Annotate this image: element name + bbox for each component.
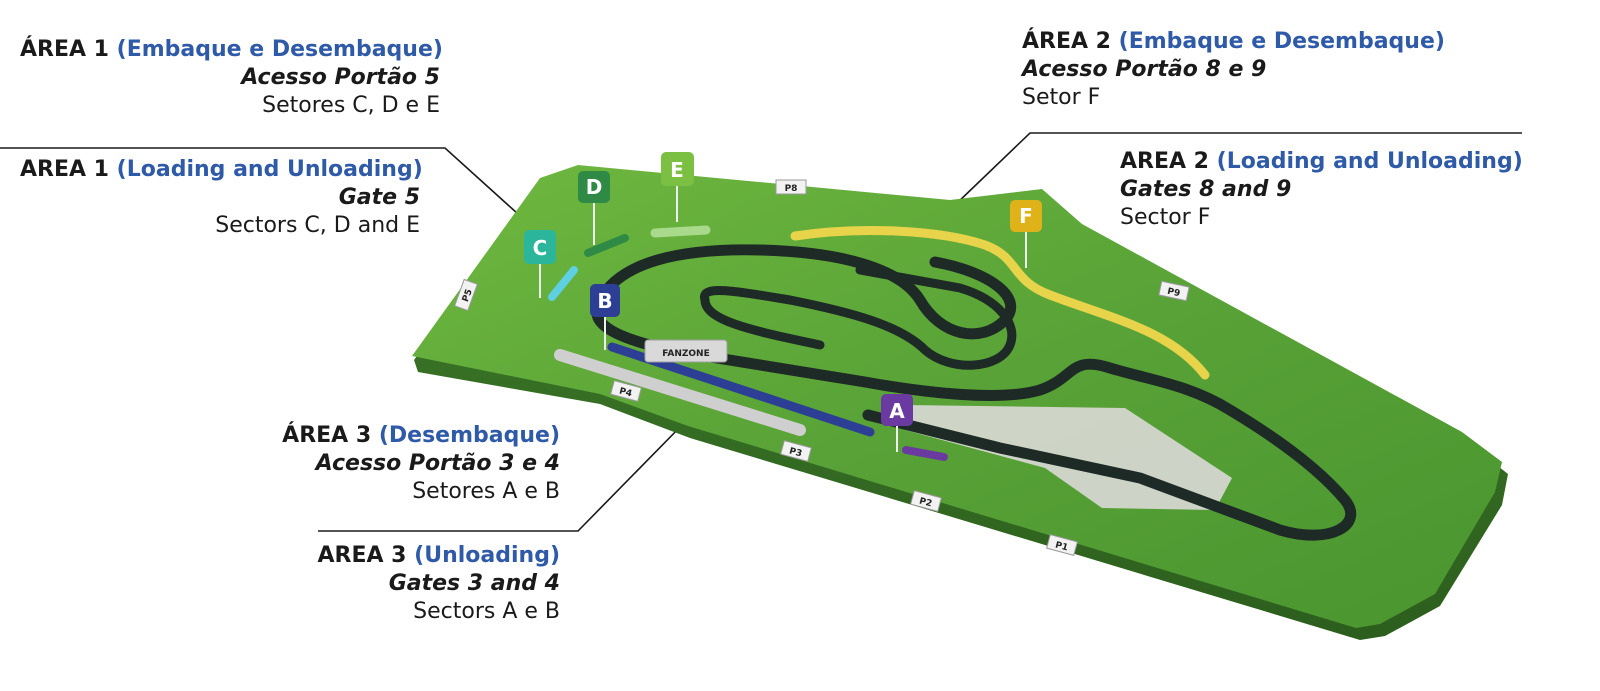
race-track (591, 244, 1357, 541)
track-inner-loop (700, 265, 1017, 370)
track-inner-loop-2 (700, 295, 825, 350)
grandstand-a (902, 446, 948, 461)
area3-pt-subtitle: (Desembaque) (378, 423, 560, 448)
grandstand-c (548, 266, 578, 301)
area2-en-label: AREA 2 (Loading and Unloading) Gates 8 a… (1120, 148, 1540, 232)
area3-en-subtitle: (Unloading) (414, 543, 560, 568)
sector-a-label: A (889, 399, 905, 423)
grandstand-d (584, 234, 629, 257)
area1-en-subtitle: (Loading and Unloading) (116, 157, 423, 182)
fanzone-sign: FANZONE (644, 339, 728, 363)
area1-en-sectors: Sectors C, D and E (215, 213, 420, 239)
svg-text:P4: P4 (618, 386, 633, 399)
sector-f-label: F (1019, 204, 1033, 228)
area3-en-title: AREA 3 (317, 543, 407, 568)
leader-lines (0, 132, 1522, 532)
svg-text:P8: P8 (785, 184, 798, 194)
leader-line-area1 (0, 147, 519, 215)
fanzone-strip (554, 349, 806, 436)
sector-sign-b: B (590, 284, 620, 350)
area2-pt-sectors: Setor F (1022, 85, 1101, 111)
area3-pt-label: ÁREA 3 (Desembaque) Acesso Portão 3 e 4 … (260, 422, 560, 506)
svg-text:P3: P3 (788, 446, 803, 459)
fanzone-label: FANZONE (662, 349, 709, 359)
gate-marker-p8: P8 (775, 179, 807, 195)
area3-pt-sectors: Setores A e B (412, 479, 560, 505)
area1-pt-label: ÁREA 1 (Embaque e Desembaque) Acesso Por… (20, 36, 443, 120)
area1-en-access: Gate 5 (338, 185, 420, 211)
area2-pt-access: Acesso Portão 8 e 9 (1022, 57, 1267, 83)
area2-pt-title-line: ÁREA 2 (Embaque e Desembaque) (1022, 28, 1452, 56)
area3-pt-access: Acesso Portão 3 e 4 (315, 451, 560, 477)
sector-sign-e: E (661, 152, 694, 222)
area1-en-title: AREA 1 (20, 157, 109, 182)
sector-sign-a: A (881, 394, 913, 452)
sector-sign-d: D (578, 171, 610, 245)
area2-pt-title: ÁREA 2 (1022, 29, 1111, 54)
area3-pt-title: ÁREA 3 (282, 423, 372, 448)
sector-sign-f: F (1010, 200, 1042, 268)
area3-pt-title-line: ÁREA 3 (Desembaque) (260, 422, 560, 450)
area3-en-sectors: Sectors A e B (413, 599, 560, 625)
gate-marker-p5: P5 (453, 278, 479, 312)
area1-en-label: AREA 1 (Loading and Unloading) Gate 5 Se… (20, 156, 423, 240)
area1-pt-access: Acesso Portão 5 (241, 65, 440, 91)
area1-pt-sectors: Setores C, D e E (262, 93, 440, 119)
sector-c-label: C (533, 236, 548, 260)
gate-marker-p4: P4 (610, 380, 642, 402)
gate-marker-p2: P2 (910, 490, 942, 512)
grandstand-e (650, 225, 711, 238)
leader-line-area3 (318, 421, 686, 532)
area2-en-title: AREA 2 (1120, 149, 1209, 174)
grandstand-f (790, 226, 1210, 380)
svg-text:P5: P5 (461, 288, 475, 304)
svg-text:P9: P9 (1166, 287, 1181, 299)
area1-pt-title: ÁREA 1 (20, 37, 109, 62)
area1-pt-title-line: ÁREA 1 (Embaque e Desembaque) (20, 36, 443, 64)
svg-text:P2: P2 (918, 496, 933, 509)
gate-marker-p9: P9 (1158, 280, 1190, 302)
area2-en-subtitle: (Loading and Unloading) (1216, 149, 1523, 174)
area3-en-label: AREA 3 (Unloading) Gates 3 and 4 Sectors… (260, 542, 560, 626)
area3-en-access: Gates 3 and 4 (388, 571, 560, 597)
area1-en-title-line: AREA 1 (Loading and Unloading) (20, 156, 423, 184)
area2-en-access: Gates 8 and 9 (1120, 177, 1292, 203)
gate-marker-p3: P3 (780, 440, 812, 462)
leader-line-area2 (954, 132, 1522, 206)
area2-pt-subtitle: (Embaque e Desembaque) (1118, 29, 1445, 54)
svg-text:P1: P1 (1054, 540, 1069, 553)
area2-en-title-line: AREA 2 (Loading and Unloading) (1120, 148, 1540, 176)
sector-b-label: B (597, 289, 612, 313)
sector-e-label: E (670, 158, 684, 182)
area1-pt-subtitle: (Embaque e Desembaque) (116, 37, 443, 62)
area2-pt-label: ÁREA 2 (Embaque e Desembaque) Acesso Por… (1022, 28, 1452, 112)
gate-marker-p1: P1 (1046, 534, 1078, 556)
area2-en-sectors: Sector F (1120, 205, 1211, 231)
area3-en-title-line: AREA 3 (Unloading) (260, 542, 560, 570)
sector-d-label: D (586, 175, 603, 199)
sector-sign-c: C (524, 230, 556, 298)
